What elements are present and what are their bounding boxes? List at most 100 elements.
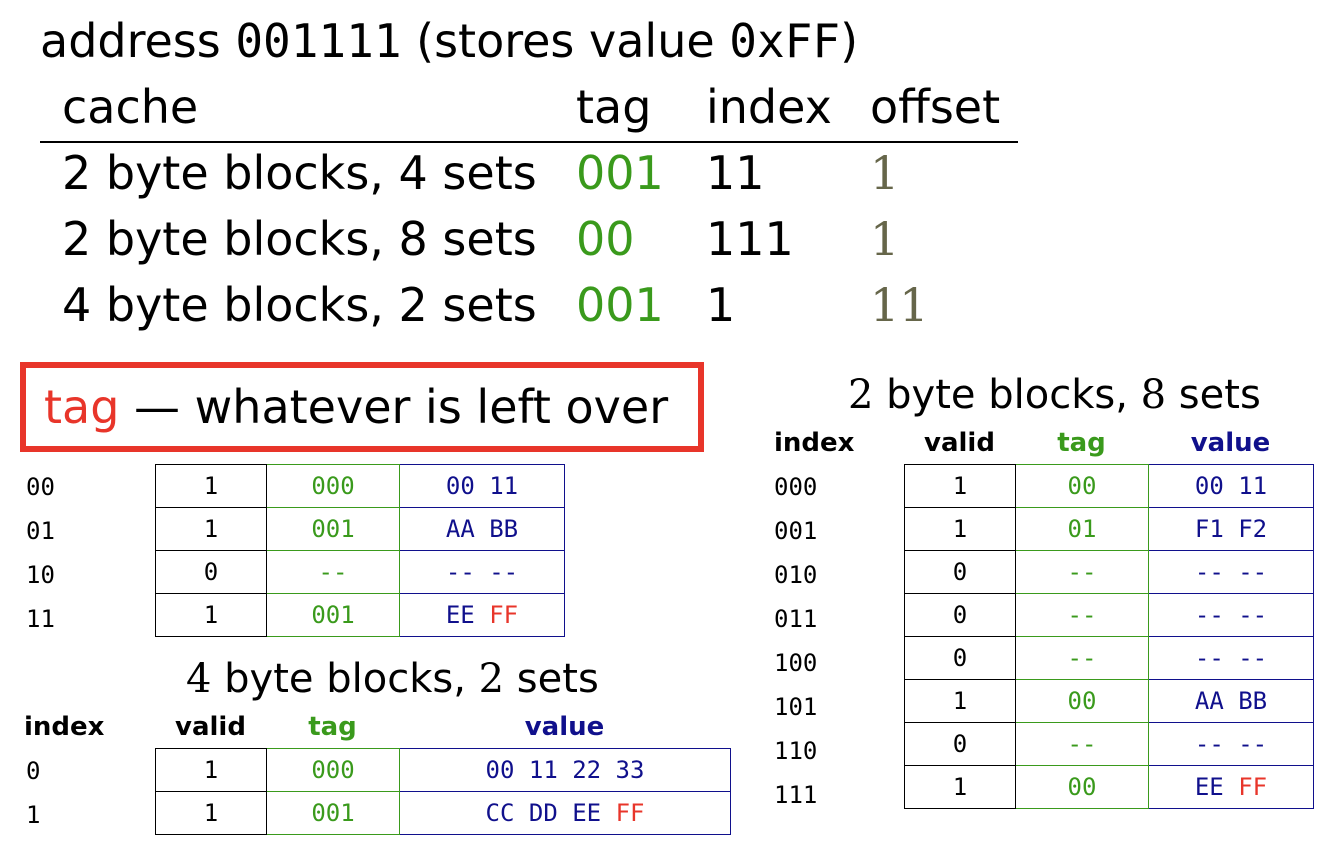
index-label: 111 [774,781,818,809]
index-label: 011 [774,605,818,633]
value-highlight: FF [489,601,519,629]
valid-cell: 0 [904,722,1016,766]
title-number: 4 [186,656,212,702]
table-row: 0 -- -- -- [155,550,565,594]
value-text: 00 11 [1194,472,1268,500]
tag-cell: 001 [266,593,400,637]
valid-cell: 0 [904,636,1016,680]
valid-cell: 1 [155,593,267,637]
cache-grid: 1 000 00 11 22 33 1 001 CC DD EE FF [155,748,731,835]
value-cell: 00 11 [1148,464,1314,508]
summary-index: 1 [706,278,736,332]
tag-cell: 000 [266,748,400,792]
table-row: 1 01 F1 F2 [904,507,1314,551]
summary-divider [40,141,1018,143]
valid-cell: 0 [155,550,267,594]
summary-index: 111 [706,212,794,266]
title-value: 0xFF [729,14,841,68]
table-row: 0 -- -- -- [904,636,1314,680]
tag-cell: 00 [1015,679,1149,723]
index-label: 00 [26,473,55,501]
table-row: 1 001 EE FF [155,593,565,637]
index-label: 110 [774,737,818,765]
valid-cell: 1 [904,765,1016,809]
valid-cell: 1 [904,464,1016,508]
header-value: value [524,712,605,742]
summary-index: 11 [706,146,765,200]
value-cell: AA BB [399,507,565,551]
index-label: 101 [774,693,818,721]
valid-cell: 0 [904,550,1016,594]
summary-offset: 11 [870,278,929,332]
tag-cell: 001 [266,507,400,551]
value-cell: AA BB [1148,679,1314,723]
header-tag: tag [1057,428,1106,458]
index-label: 000 [774,473,818,501]
summary-offset: 1 [870,212,900,266]
value-cell: -- -- [1148,636,1314,680]
tag-cell: 000 [266,464,400,508]
page-title: address 001111 (stores value 0xFF) [40,10,858,72]
title-prefix: address [40,14,236,68]
valid-cell: 1 [155,507,267,551]
summary-header-offset: offset [870,80,1001,134]
index-label: 100 [774,649,818,677]
tag-cell: -- [1015,636,1149,680]
table-row: 0 -- -- -- [904,550,1314,594]
value-text: -- -- [1194,558,1268,586]
summary-cache: 2 byte blocks, 8 sets [62,212,537,266]
index-label: 010 [774,561,818,589]
value-text: -- -- [1194,730,1268,758]
value-cell: EE FF [399,593,565,637]
value-text: -- -- [1194,601,1268,629]
table-row: 1 00 00 11 [904,464,1314,508]
cache-grid: 1 000 00 11 1 001 AA BB 0 -- -- -- 1 001… [155,464,565,637]
tag-cell: 00 [1015,464,1149,508]
value-cell: -- -- [1148,550,1314,594]
tag-cell: 001 [266,791,400,835]
table-row: 1 00 AA BB [904,679,1314,723]
value-text: -- -- [445,558,519,586]
summary-header-index: index [706,80,832,134]
header-valid: valid [175,712,246,742]
value-text: EE [445,601,490,629]
table-row: 1 001 CC DD EE FF [155,791,731,835]
tag-cell: 01 [1015,507,1149,551]
valid-cell: 0 [904,593,1016,637]
tag-cell: -- [1015,722,1149,766]
index-label: 10 [26,561,55,589]
summary-offset: 1 [870,146,900,200]
header-valid: valid [924,428,995,458]
title-text: sets [504,656,599,702]
summary-cache: 4 byte blocks, 2 sets [62,278,537,332]
summary-header-tag: tag [576,80,652,134]
value-text: CC DD EE [485,799,616,827]
value-text: 00 11 [445,472,519,500]
value-text: F1 F2 [1194,515,1268,543]
table-row: 1 000 00 11 22 33 [155,748,731,792]
summary-header-cache: cache [62,80,199,134]
table-row: 0 -- -- -- [904,593,1314,637]
index-label: 01 [26,517,55,545]
callout-text: — whatever is left over [119,380,669,434]
index-label: 0 [26,757,41,785]
value-text: AA BB [1194,687,1268,715]
title-address: 001111 [235,14,402,68]
valid-cell: 1 [904,679,1016,723]
index-label: 11 [26,605,55,633]
valid-cell: 1 [155,464,267,508]
value-cell: F1 F2 [1148,507,1314,551]
value-cell: CC DD EE FF [399,791,731,835]
title-text: sets [1166,372,1261,418]
header-index: index [24,712,105,742]
value-cell: -- -- [1148,722,1314,766]
value-highlight: FF [615,799,645,827]
title-number: 2 [478,656,505,702]
index-label: 1 [26,801,41,829]
title-number: 2 [848,372,874,418]
tag-cell: -- [1015,550,1149,594]
value-text: EE [1194,773,1239,801]
summary-tag: 001 [576,278,664,332]
title-number: 8 [1140,372,1167,418]
value-text: 00 11 22 33 [485,756,645,784]
